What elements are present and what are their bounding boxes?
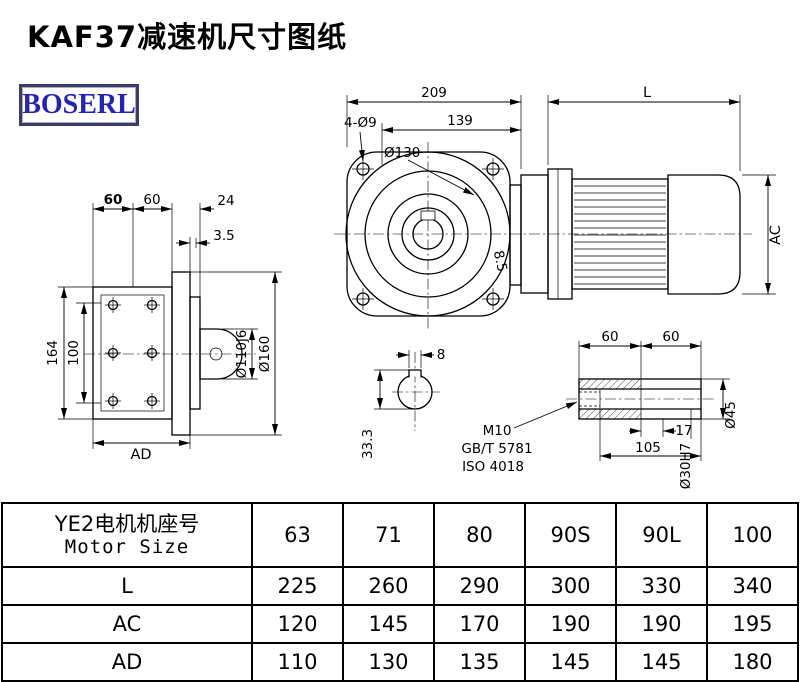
motor-size-71: 71 [342, 502, 435, 568]
keyway-slot [408, 369, 422, 378]
AD-value: 145 [615, 642, 708, 682]
dim-60-b: 60 [143, 192, 160, 208]
table-row-AD: AD 110 130 135 145 145 180 [1, 642, 799, 682]
housing-face [100, 294, 165, 412]
bolt-hole-top-right [482, 158, 504, 180]
dim-4xd9: 4-Ø9 [344, 115, 377, 131]
dim-d110j6: Ø110j6 [234, 330, 250, 379]
dim-8-5: 8.5 [490, 249, 510, 273]
output-shaft-boss [199, 328, 243, 380]
dim-d130: Ø130 [384, 145, 420, 161]
technical-drawing: 8.5 209 139 4-Ø9 Ø130 [45, 85, 784, 489]
dim-d30H7: Ø30H7 [678, 443, 694, 490]
bolt-std-iso-label: ISO 4018 [462, 459, 524, 475]
AC-value: 190 [524, 604, 617, 644]
L-value: 290 [433, 566, 526, 606]
shaft-section-view: 8 33.3 [360, 347, 445, 459]
dim-3-5: 3.5 [213, 228, 234, 244]
motor-size-header-cell: YE2电机机座号 Motor Size [1, 502, 253, 568]
bolt-std-gb-label: GB/T 5781 [461, 441, 532, 457]
bolt-spec-leader [513, 401, 578, 429]
dim-33-3: 33.3 [360, 429, 376, 459]
shaft-outer [578, 378, 702, 420]
L-value: 300 [524, 566, 617, 606]
motor-size-90l: 90L [615, 502, 708, 568]
dim-139: 139 [447, 113, 473, 129]
dim-L: L [643, 85, 651, 101]
shaft-detail-view: 60 60 17 105 Ø30H7 Ø45 [566, 329, 739, 489]
motor-size-63: 63 [251, 502, 344, 568]
housing-bolt-holes [105, 297, 160, 409]
dim-AC: AC [768, 225, 784, 245]
AD-value: 110 [251, 642, 344, 682]
left-view-dimensions: 60 60 24 3.5 164 100 AD [45, 192, 282, 463]
dim-17: 17 [675, 423, 692, 439]
AC-value: 195 [706, 604, 799, 644]
row-label-AC: AC [1, 604, 253, 644]
bolt-hole-bottom-right [482, 288, 504, 310]
housing-outline [92, 286, 173, 420]
output-bore [209, 347, 223, 361]
front-view: 8.5 [334, 142, 752, 329]
bolt-hole-bottom-left [352, 288, 374, 310]
L-value: 260 [342, 566, 435, 606]
motor-size-100: 100 [706, 502, 799, 568]
dim-24: 24 [217, 193, 234, 209]
motor-fins [574, 185, 666, 285]
table-row-AC: AC 120 145 170 190 190 195 [1, 604, 799, 644]
dim-d45: Ø45 [723, 401, 739, 429]
AC-value: 190 [615, 604, 708, 644]
motor-size-label-en: Motor Size [64, 536, 190, 559]
table-header-row: YE2电机机座号 Motor Size 63 71 80 90S 90L 100 [1, 502, 799, 568]
bolt-thread-label: M10 [483, 423, 512, 439]
motor-size-80: 80 [433, 502, 526, 568]
row-label-AD: AD [1, 642, 253, 682]
dim-AD: AD [130, 447, 151, 463]
spec-table: YE2电机机座号 Motor Size 63 71 80 90S 90L 100… [1, 502, 799, 682]
dim-shaft-60-b: 60 [662, 329, 679, 345]
AD-value: 145 [524, 642, 617, 682]
motor-size-90s: 90S [524, 502, 617, 568]
motor-size-label-cn: YE2电机机座号 [54, 511, 200, 536]
dim-60-a: 60 [104, 192, 123, 208]
shaft-boss-circle [401, 207, 455, 261]
flange-spigot [189, 296, 201, 410]
output-flange-plate [171, 271, 191, 436]
AD-value: 135 [433, 642, 526, 682]
AC-value: 170 [433, 604, 526, 644]
L-value: 225 [251, 566, 344, 606]
left-view [84, 271, 256, 436]
AD-value: 130 [342, 642, 435, 682]
hub-circle [387, 193, 469, 275]
fan-cowl [667, 174, 741, 295]
dim-shaft-60-a: 60 [601, 329, 618, 345]
housing-neck [509, 184, 522, 286]
table-row-L: L 225 260 290 300 330 340 [1, 566, 799, 606]
motor-dimensions: L AC [547, 85, 784, 295]
bolt-hole-top-left [352, 158, 374, 180]
AD-value: 180 [706, 642, 799, 682]
brand-logo: BOSERL [19, 84, 139, 126]
dim-105: 105 [635, 440, 661, 456]
dim-d160: Ø160 [257, 336, 273, 372]
L-value: 340 [706, 566, 799, 606]
dim-8: 8 [437, 347, 446, 363]
row-label-L: L [1, 566, 253, 606]
dim-209: 209 [421, 85, 447, 101]
L-value: 330 [615, 566, 708, 606]
front-view-dimensions: 209 139 4-Ø9 Ø130 [344, 85, 522, 196]
brand-logo-text: BOSERL [22, 89, 136, 120]
dim-100: 100 [66, 340, 82, 366]
keyway-front [420, 210, 436, 221]
AC-value: 145 [342, 604, 435, 644]
page-title: KAF37减速机尺寸图纸 [27, 20, 348, 54]
AC-value: 120 [251, 604, 344, 644]
dim-164: 164 [45, 340, 61, 366]
motor-view [547, 168, 741, 300]
bolt-spec-note: M10 GB/T 5781 ISO 4018 [461, 401, 578, 475]
